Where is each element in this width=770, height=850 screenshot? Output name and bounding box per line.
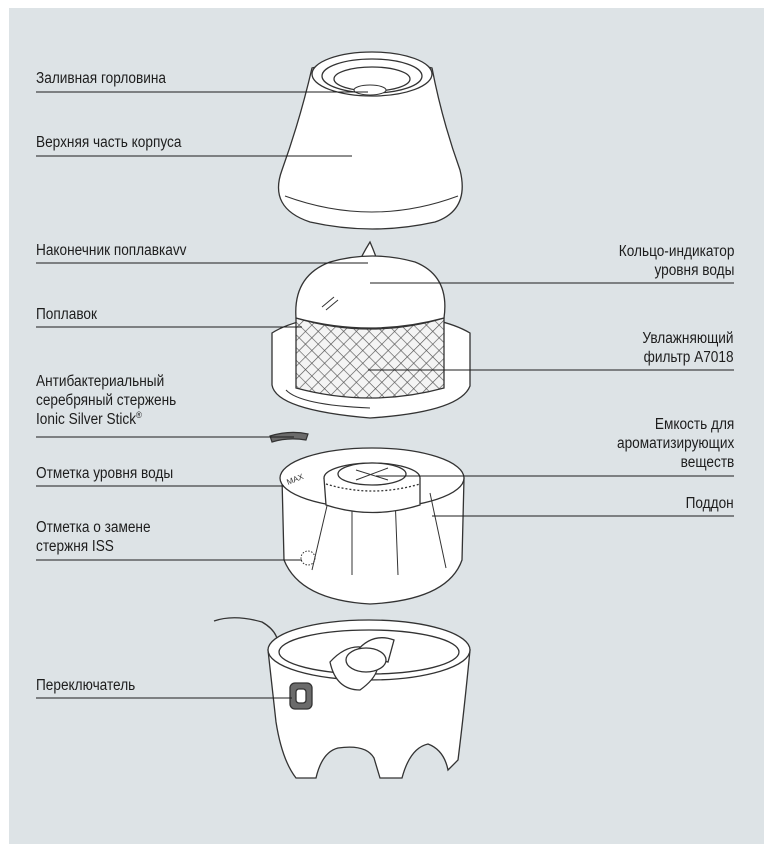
upper-housing-part bbox=[279, 52, 463, 229]
label-water-ring-line-1: Кольцо-индикатор bbox=[618, 242, 734, 261]
label-filler-neck: Заливная горловина bbox=[36, 69, 166, 88]
label-aroma-line-3: веществ bbox=[617, 453, 734, 472]
label-antibacterial-line-3: Ionic Silver Stick® bbox=[36, 410, 176, 429]
label-filter-line-1: Увлажняющий bbox=[643, 329, 734, 348]
label-upper-housing: Верхняя часть корпуса bbox=[36, 133, 181, 152]
label-tray: Поддон bbox=[686, 494, 734, 513]
label-water-ring: Кольцо-индикатор уровня воды bbox=[618, 242, 734, 280]
label-antibacterial-name: Ionic Silver Stick bbox=[36, 411, 136, 428]
label-iss-line-1: Отметка о замене bbox=[36, 518, 151, 537]
label-float: Поплавок bbox=[36, 305, 97, 324]
label-antibacterial-line-1: Антибактериальный bbox=[36, 372, 176, 391]
label-filter: Увлажняющий фильтр A7018 bbox=[643, 329, 734, 367]
filter-float-assembly bbox=[272, 256, 470, 418]
label-antibacterial-line-2: серебряный стержень bbox=[36, 391, 176, 410]
registered-mark: ® bbox=[136, 410, 142, 420]
label-antibacterial-stick: Антибактериальный серебряный стержень Io… bbox=[36, 372, 176, 429]
label-filter-line-2: фильтр A7018 bbox=[643, 348, 734, 367]
label-water-ring-line-2: уровня воды bbox=[618, 261, 734, 280]
label-water-mark: Отметка уровня воды bbox=[36, 464, 173, 483]
label-float-tip: Наконечник поплавкаvv bbox=[36, 241, 186, 260]
label-aroma: Емкость для ароматизирующих веществ bbox=[617, 415, 734, 472]
tray-part: MAX bbox=[280, 448, 464, 604]
label-aroma-line-2: ароматизирующих bbox=[617, 434, 734, 453]
label-switch: Переключатель bbox=[36, 676, 135, 695]
label-iss-line-2: стержня ISS bbox=[36, 537, 151, 556]
label-iss-mark: Отметка о замене стержня ISS bbox=[36, 518, 151, 556]
label-aroma-line-1: Емкость для bbox=[617, 415, 734, 434]
